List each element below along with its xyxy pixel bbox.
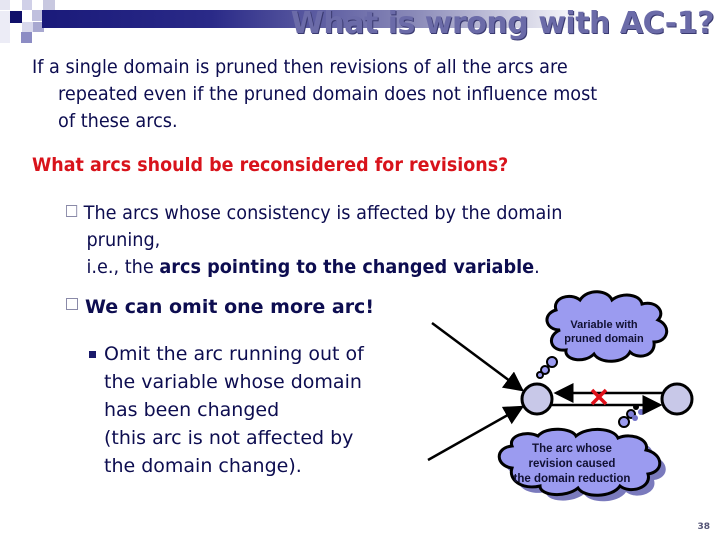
slide-title: What is wrong with AC-1? [290,6,715,41]
hollow-square-bullet-icon [66,298,78,310]
question-heading: What arcs should be reconsidered for rev… [32,154,509,176]
decor-square [22,0,32,10]
decor-square [32,10,43,21]
cloud-top-line-2: pruned domain [564,333,644,345]
sub-line-2: the variable whose domain [104,371,362,393]
decor-square [22,22,34,32]
bullet1-text-part1: The arcs whose consistency is affected b… [83,202,563,224]
decor-square [10,11,22,23]
bullet1-suffix: . [534,256,540,278]
decor-square [0,0,10,10]
decor-square [33,22,44,32]
filled-square-bullet-icon [89,351,96,358]
cross-icon [590,388,608,406]
bullet-omit-arc: We can omit one more arc! [66,296,374,318]
sub-line-5: the domain change). [104,455,302,477]
bullet2-text: We can omit one more arc! [85,296,374,318]
cloud-bottom-label: The arc whose revision caused the domain… [496,442,648,487]
decor-square [0,11,10,43]
cloud-revision-arc [497,404,662,497]
page-number: 38 [697,522,710,532]
intro-line-3: of these arcs. [58,110,178,132]
bullet1-prefix: i.e., the [86,256,160,278]
sub-line-3: has been changed [104,399,280,421]
title-bar: What is wrong with AC-1? [42,6,720,41]
decor-square [21,32,32,43]
cloud-bottom-line-2: revision caused [528,458,616,470]
sub-line-4: (this arc is not affected by [104,427,354,449]
hollow-square-bullet-icon [66,205,78,217]
cloud-bottom-line-3: the domain reduction [513,473,631,485]
bullet1-line3: i.e., the arcs pointing to the changed v… [66,254,661,281]
cloud-top-line-1: Variable with [570,319,638,331]
cloud-top-label: Variable with pruned domain [556,318,652,346]
bullet1-bold: arcs pointing to the changed variable [159,256,535,278]
cloud-pruned-variable [536,290,669,379]
cloud-bottom-line-1: The arc whose [532,443,612,455]
incoming-arc-bottom [427,405,525,462]
intro-line-2: repeated even if the pruned domain does … [58,83,598,105]
node-pruned-variable [520,382,554,416]
incoming-arc-top [431,321,525,392]
intro-line-1: If a single domain is pruned then revisi… [32,56,568,78]
decor-square [43,0,55,10]
bullet-affected-arcs: The arcs whose consistency is affected b… [66,200,661,281]
intro-paragraph: If a single domain is pruned then revisi… [32,54,655,135]
bullet1-text-part2: pruning, [86,229,161,251]
node-other-variable [660,382,694,416]
sub-line-1: Omit the arc running out of [104,343,364,365]
sub-bullet: Omit the arc running out of the variable… [89,340,424,480]
